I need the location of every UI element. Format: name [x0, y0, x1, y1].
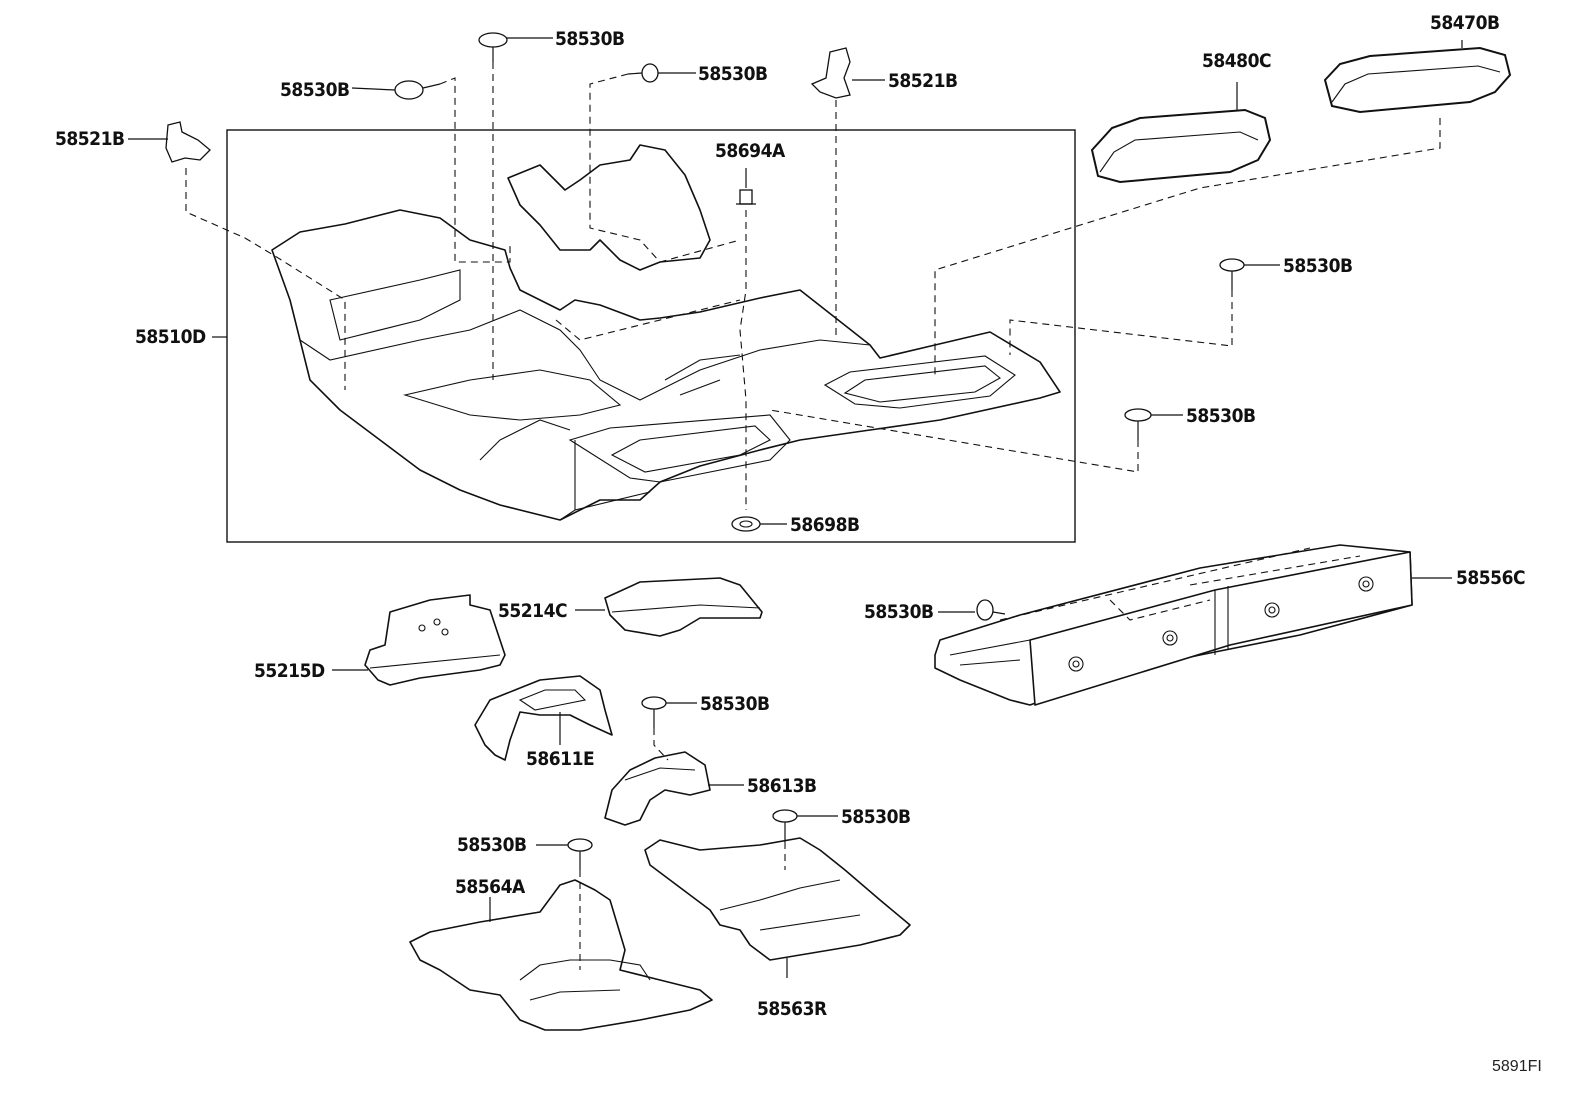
callout-58611E: 58611E [526, 748, 594, 770]
tunnel-carpet-front [507, 144, 711, 271]
callout-58530B-mid: 58530B [700, 693, 770, 715]
callout-55214C: 55214C [498, 600, 567, 622]
callout-58530B-lower: 58530B [457, 834, 527, 856]
callout-58530B-left: 58530B [280, 79, 350, 101]
callout-58530B-rear-carpet: 58530B [841, 806, 911, 828]
part-58611E [474, 675, 613, 761]
main-carpet-group-frame [226, 129, 1076, 543]
callout-58563R: 58563R [757, 998, 827, 1020]
callout-55215D: 55215D [254, 660, 325, 682]
rear-floor-silencer [934, 544, 1413, 706]
leader-lines [128, 37, 1463, 978]
callout-58530B-top: 58530B [555, 28, 625, 50]
part-55214C [604, 577, 763, 637]
bracket-icon [165, 121, 211, 163]
callout-58530B-rear-upper: 58530B [1283, 255, 1353, 277]
callout-58613B: 58613B [747, 775, 817, 797]
callout-58556C: 58556C [1456, 567, 1525, 589]
clip-icon [641, 696, 667, 728]
pad-58480C [1090, 108, 1272, 184]
clip-icon [1219, 258, 1245, 290]
clip-icon [976, 599, 1006, 621]
pad-58470B [1323, 46, 1512, 114]
grommet-icon [731, 516, 761, 532]
callout-58530B-rear-lower: 58530B [1186, 405, 1256, 427]
assembly-guide-lines [185, 62, 1441, 970]
callout-58564A: 58564A [455, 876, 526, 898]
clip-icon [772, 809, 798, 842]
callout-58480C: 58480C [1202, 50, 1271, 72]
callout-58521B-right: 58521B [888, 70, 958, 92]
callout-58470B: 58470B [1430, 12, 1500, 34]
clip-icon [394, 80, 441, 100]
callout-58530B-silencer: 58530B [864, 601, 934, 623]
callout-58530B-center: 58530B [698, 63, 768, 85]
callout-58521B-left: 58521B [55, 128, 125, 150]
clip-icon [478, 32, 508, 62]
rear-floor-carpet-58563R [644, 837, 911, 961]
clip-icon [627, 63, 659, 83]
figure-code: 5891FI [1492, 1058, 1542, 1075]
floor-carpet-body [271, 209, 1061, 521]
callout-58698B: 58698B [790, 514, 860, 536]
clip-icon [736, 189, 756, 205]
clip-icon [567, 838, 593, 870]
floor-carpet-assembly [271, 144, 1061, 521]
clip-icon [1124, 408, 1152, 440]
part-55215D [364, 594, 506, 686]
callout-58694A: 58694A [715, 140, 786, 162]
callout-58510D: 58510D [135, 326, 206, 348]
bracket-icon [810, 47, 851, 99]
rear-floor-carpet-58564A [409, 879, 713, 1031]
part-58613B [604, 751, 711, 826]
